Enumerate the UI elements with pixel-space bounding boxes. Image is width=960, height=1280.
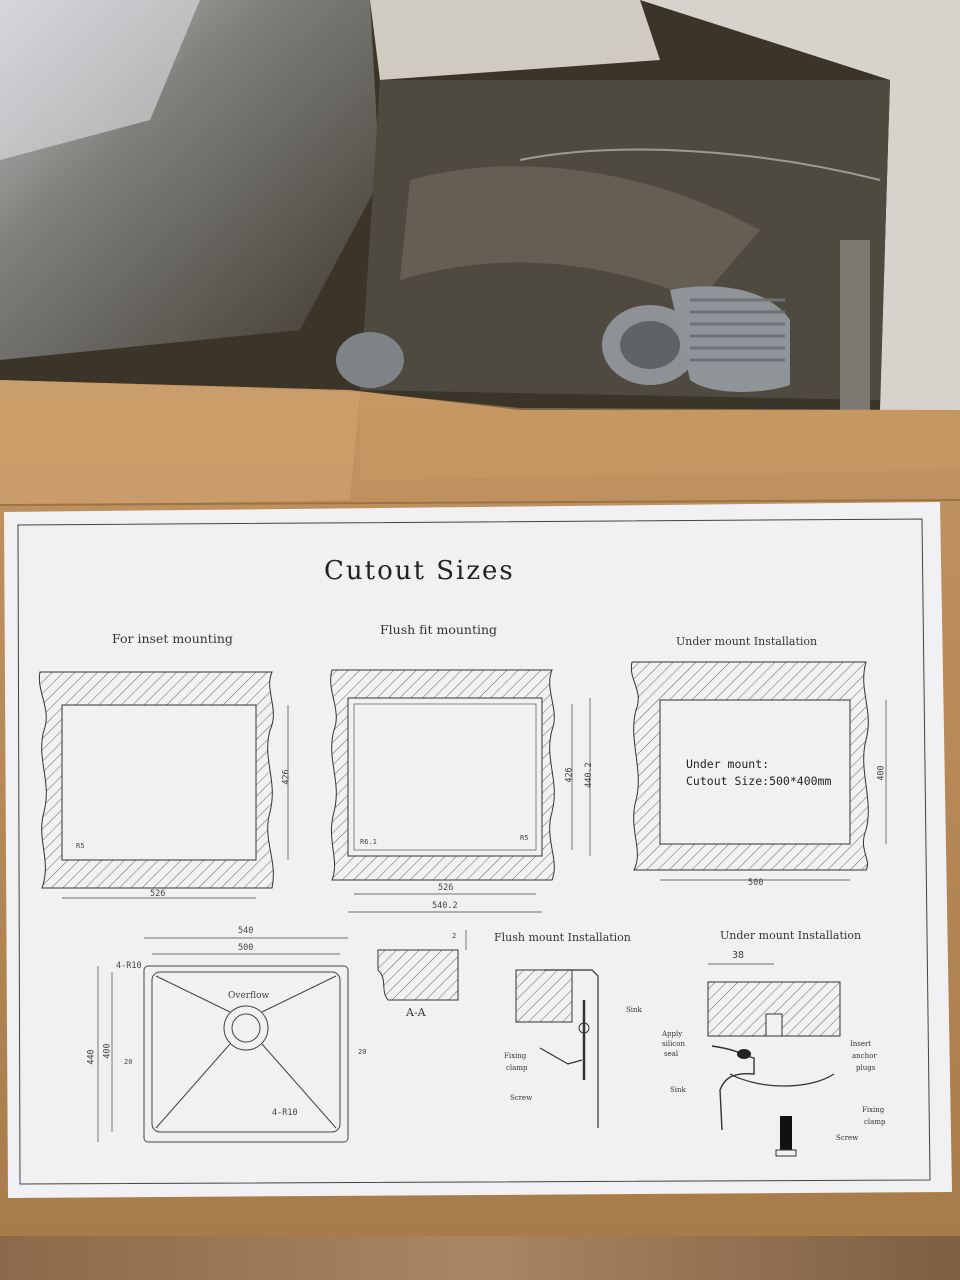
- dim-sink-edge-left: 20: [124, 1058, 133, 1066]
- callout-insert-1: Insert: [850, 1040, 872, 1048]
- dim-inset-width: 526: [150, 889, 166, 899]
- dim-flush-width-2: 540.2: [432, 901, 458, 911]
- under-mount-note-line1: Under mount:: [686, 757, 770, 771]
- section-a-a-drawing: [377, 930, 467, 1001]
- callout-fixing-clamp-1: Fixing: [504, 1052, 527, 1060]
- dim-sink-inner-width: 500: [238, 943, 254, 953]
- callout-sink: Sink: [626, 1006, 642, 1014]
- box-interior: [0, 0, 960, 420]
- dim-flush-height-1: 426: [564, 767, 575, 783]
- dim-sink-edge-right: 20: [358, 1048, 367, 1056]
- inset-mounting-drawing: [38, 671, 289, 899]
- dim-sink-corner-radius-top: 4-R10: [116, 961, 142, 971]
- sheet-title: Cutout Sizes: [324, 556, 515, 586]
- label-inset-mounting: For inset mounting: [112, 631, 233, 646]
- dim-sink-outer-height: 440: [86, 1049, 97, 1065]
- callout-apply-2: silicon: [662, 1040, 685, 1048]
- label-under-mount: Under mount Installation: [676, 635, 818, 648]
- callout-screw: Screw: [510, 1094, 533, 1102]
- flush-mounting-drawing: [330, 669, 591, 913]
- under-install-drawing: [707, 963, 841, 1157]
- dim-flush-radius-1: R6.1: [360, 838, 377, 846]
- callout-apply-3: seal: [664, 1050, 679, 1058]
- dim-inset-radius: R5: [76, 842, 85, 850]
- callout-fixing-clamp-2: clamp: [506, 1064, 528, 1072]
- callout-screw-under: Screw: [836, 1134, 859, 1142]
- label-flush-mounting: Flush fit mounting: [380, 622, 498, 637]
- label-flush-install: Flush mount Installation: [494, 931, 631, 944]
- callout-insert-3: plugs: [856, 1064, 876, 1072]
- dim-flush-radius-2: R5: [520, 834, 529, 842]
- callout-fixing-under-1: Fixing: [862, 1106, 885, 1114]
- dim-section-thickness: 2: [452, 932, 457, 940]
- wooden-floor: [0, 1236, 960, 1280]
- callout-insert-2: anchor: [852, 1052, 877, 1060]
- callout-apply-1: Apply: [662, 1030, 683, 1038]
- dim-under-install-38: 38: [732, 950, 745, 961]
- dim-flush-width-1: 526: [438, 883, 454, 893]
- label-under-install: Under mount Installation: [720, 929, 862, 942]
- dim-sink-outer-width: 540: [238, 926, 254, 936]
- label-overflow: Overflow: [228, 991, 270, 1001]
- callout-sink-under: Sink: [670, 1086, 686, 1094]
- dim-inset-height: 426: [281, 769, 292, 785]
- dim-under-width: 500: [748, 878, 764, 888]
- under-mount-note-line2: Cutout Size:500*400mm: [686, 774, 832, 788]
- flush-install-drawing: [515, 969, 599, 1128]
- dim-flush-height-2: 440.2: [583, 762, 594, 788]
- dim-sink-inner-height: 400: [102, 1043, 113, 1059]
- callout-fixing-under-2: clamp: [864, 1118, 886, 1126]
- under-mount-drawing: [630, 661, 887, 881]
- sink-top-view-drawing: [97, 937, 349, 1143]
- label-section-a-a: A-A: [406, 1006, 426, 1019]
- dim-sink-corner-radius-bottom: 4-R10: [272, 1108, 298, 1118]
- dim-under-height: 400: [876, 765, 887, 781]
